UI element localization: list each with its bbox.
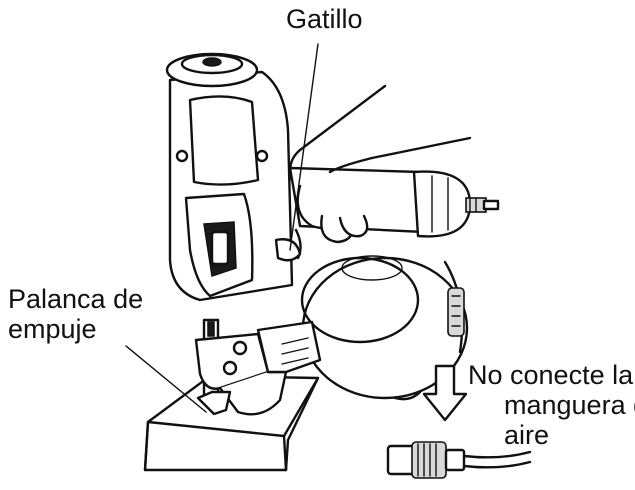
trigger-leader-line [289, 43, 319, 251]
hose-warning-label: No conecte la manguera de aire [468, 360, 635, 451]
push-lever-label-line2: empuje [8, 314, 97, 345]
coil-magazine [300, 255, 469, 401]
push-lever-label: Palanca de empuje [8, 284, 143, 344]
nailer-body [165, 52, 294, 302]
trigger-label: Gatillo [286, 4, 363, 34]
trigger [274, 238, 302, 262]
hose-warning-line3: aire [504, 420, 550, 451]
hose-warning-line1: No conecte la [468, 360, 634, 390]
push-lever-leader-line [125, 345, 207, 413]
operator-hand [289, 84, 472, 260]
down-arrow-icon [422, 364, 468, 422]
hose-warning-line2: manguera de [504, 390, 635, 421]
trigger-label-text: Gatillo [286, 4, 363, 34]
air-hose-coupler [386, 441, 532, 479]
push-lever-label-line1: Palanca de [8, 284, 144, 314]
push-lever [194, 318, 322, 416]
